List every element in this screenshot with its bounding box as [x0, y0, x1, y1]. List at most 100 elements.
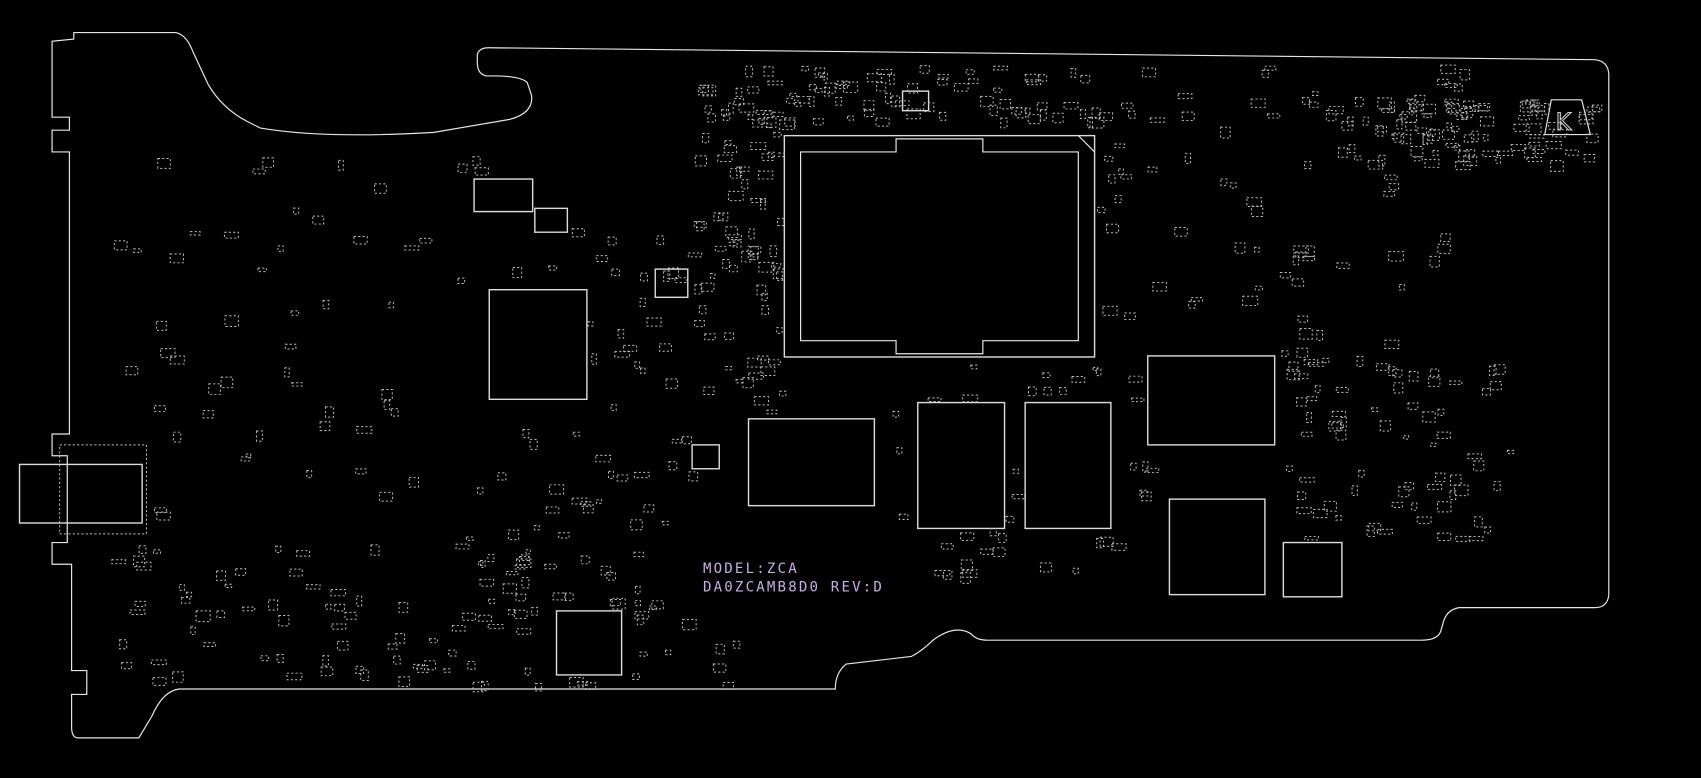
component-footprint	[1482, 150, 1498, 157]
component-footprint	[715, 643, 725, 655]
component-footprint	[1358, 469, 1365, 478]
component-footprint	[700, 282, 715, 292]
component-footprint	[322, 655, 329, 667]
component-footprint	[472, 681, 485, 693]
component-footprint	[1348, 144, 1356, 154]
component-footprint	[761, 153, 774, 161]
component-footprint	[516, 628, 532, 635]
component-footprint	[634, 611, 650, 620]
component-footprint	[129, 609, 146, 615]
component-footprint	[742, 377, 754, 389]
component-footprint	[1463, 100, 1474, 108]
component-footprint	[1000, 117, 1008, 129]
component-footprint	[717, 154, 733, 162]
component-footprint	[1578, 111, 1593, 121]
component-footprint	[534, 683, 542, 692]
component-footprint	[1447, 102, 1460, 113]
component-footprint	[1465, 149, 1476, 158]
component-footprint	[572, 431, 580, 437]
component-footprint	[424, 660, 437, 671]
component-footprint	[1024, 107, 1031, 114]
component-footprint	[732, 640, 741, 649]
component-footprint	[747, 114, 754, 120]
component-footprint	[761, 305, 769, 316]
component-footprint	[702, 84, 717, 97]
component-footprint	[257, 267, 267, 273]
component-footprint	[646, 317, 662, 327]
component-footprint	[757, 355, 770, 361]
memory-chip-1	[747, 418, 876, 507]
component-footprint	[1028, 386, 1037, 397]
corner-mark: K	[1544, 99, 1592, 137]
component-footprint	[876, 68, 892, 76]
component-footprint	[155, 320, 167, 331]
component-footprint	[224, 583, 233, 588]
component-footprint	[1437, 501, 1452, 513]
component-footprint	[324, 406, 335, 418]
component-footprint	[1102, 305, 1118, 316]
component-footprint	[998, 533, 1007, 543]
component-footprint	[614, 351, 631, 358]
component-footprint	[1407, 402, 1419, 410]
corner-mark-letter: K	[1556, 108, 1573, 136]
component-footprint	[1080, 74, 1091, 84]
component-footprint	[607, 236, 617, 246]
component-footprint	[1096, 538, 1104, 549]
component-footprint	[1104, 155, 1114, 162]
component-footprint	[755, 109, 772, 115]
component-footprint	[1388, 101, 1395, 113]
component-footprint	[885, 92, 892, 105]
component-footprint	[639, 297, 646, 307]
component-footprint	[1025, 79, 1042, 86]
component-footprint	[393, 655, 401, 665]
component-footprint	[1437, 408, 1445, 416]
component-footprint	[704, 105, 712, 113]
component-footprint	[1354, 155, 1362, 161]
component-footprint	[1421, 103, 1437, 115]
component-footprint	[1130, 462, 1137, 471]
component-footprint	[1070, 67, 1077, 78]
component-footprint	[585, 682, 597, 690]
component-footprint	[1351, 485, 1358, 496]
component-footprint	[1455, 535, 1471, 542]
component-footprint	[455, 543, 470, 550]
component-footprint	[707, 113, 716, 123]
component-footprint	[290, 310, 300, 316]
component-footprint	[725, 226, 738, 238]
component-footprint	[639, 367, 646, 374]
component-footprint	[1409, 104, 1425, 112]
component-footprint	[512, 266, 523, 279]
component-footprint	[1111, 543, 1127, 551]
component-footprint	[548, 265, 558, 271]
component-footprint	[1336, 262, 1350, 269]
component-footprint	[1435, 472, 1446, 482]
component-footprint	[242, 606, 256, 612]
component-footprint	[702, 133, 710, 144]
component-footprint	[1368, 522, 1382, 532]
component-footprint	[717, 213, 724, 221]
component-footprint	[1091, 107, 1101, 119]
component-footprint	[1286, 465, 1293, 472]
component-footprint	[508, 609, 516, 616]
component-footprint	[1242, 295, 1259, 307]
component-footprint	[747, 253, 759, 261]
component-footprint	[633, 471, 650, 479]
component-footprint	[1387, 366, 1397, 376]
component-footprint	[1495, 156, 1502, 164]
component-footprint	[776, 271, 783, 281]
component-footprint	[457, 163, 468, 173]
component-footprint	[674, 277, 688, 284]
component-footprint	[1565, 149, 1579, 156]
component-footprint	[374, 183, 387, 194]
component-footprint	[1106, 223, 1120, 234]
component-footprint	[1543, 103, 1550, 115]
component-footprint	[558, 532, 570, 539]
component-footprint	[1039, 562, 1052, 573]
component-footprint	[758, 170, 774, 180]
component-footprint	[1362, 116, 1369, 126]
component-footprint	[195, 610, 211, 623]
component-footprint	[260, 655, 270, 662]
component-footprint	[1367, 159, 1384, 170]
component-footprint	[487, 624, 504, 630]
component-footprint	[1024, 73, 1039, 83]
